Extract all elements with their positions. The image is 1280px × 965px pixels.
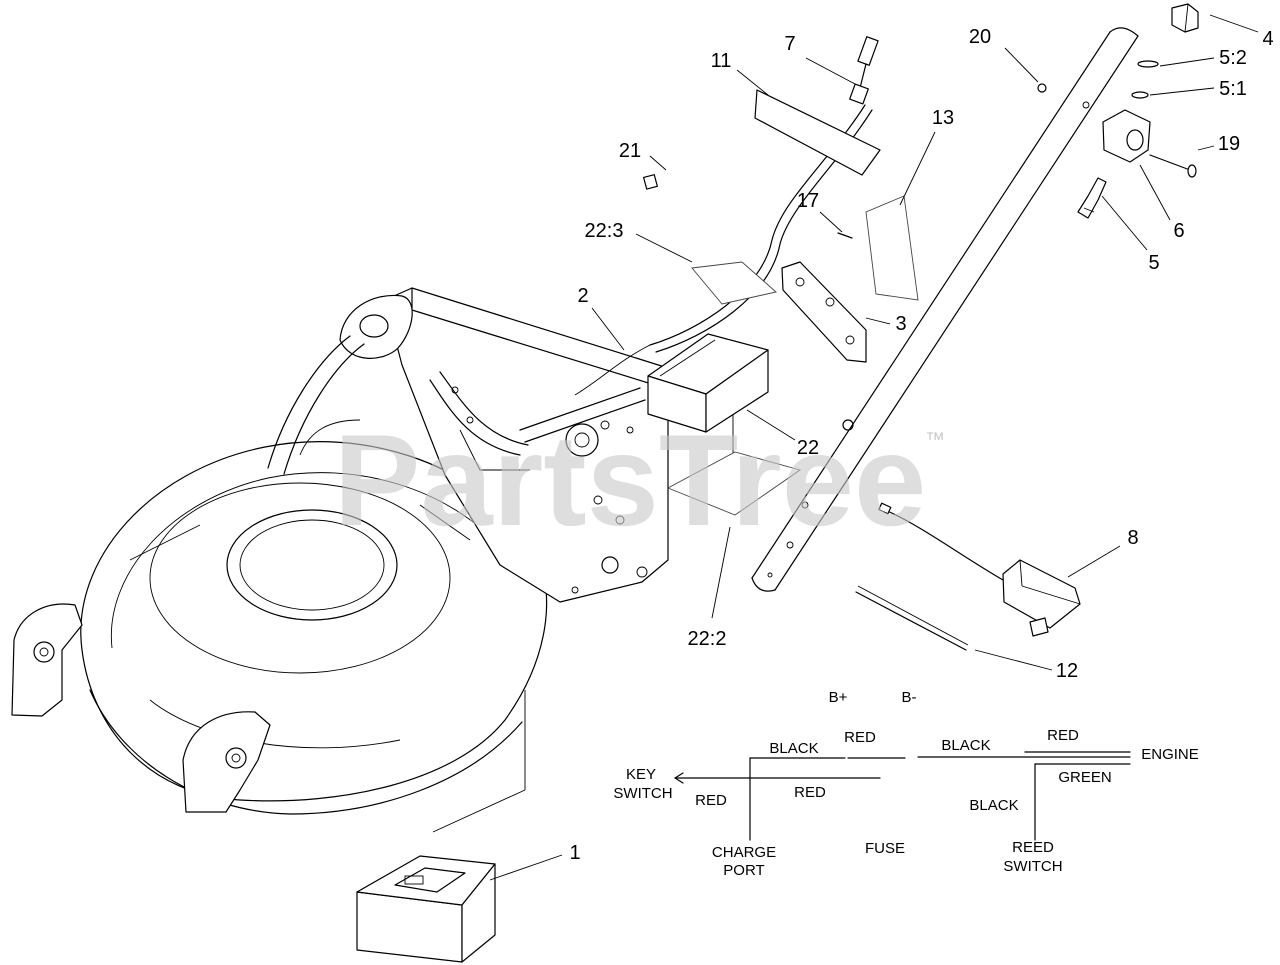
callout-22-2: 22:2 bbox=[688, 628, 727, 650]
key-switch-arrow bbox=[674, 772, 684, 784]
part-5-1-shape bbox=[1131, 91, 1149, 99]
callout-4: 4 bbox=[1262, 28, 1273, 50]
label-engine: ENGINE bbox=[1141, 746, 1199, 763]
callout-11: 11 bbox=[711, 50, 732, 72]
wiring-lines bbox=[674, 751, 1131, 841]
label-wire-red-fuse: RED bbox=[794, 784, 826, 801]
part-8-shape bbox=[878, 502, 1081, 637]
leader-line-22-2 bbox=[711, 526, 731, 619]
label-b-plus: B+ bbox=[829, 689, 848, 706]
label-fuse: FUSE bbox=[865, 840, 905, 857]
leader-line-11 bbox=[736, 69, 769, 96]
part-22-shape bbox=[647, 333, 769, 433]
leader-line-5-1 bbox=[1149, 87, 1215, 96]
callout-12: 12 bbox=[1056, 660, 1078, 682]
part-21-shape bbox=[643, 174, 658, 190]
label-wire-black-reed: BLACK bbox=[969, 797, 1018, 814]
watermark: PartsTree ™ bbox=[334, 407, 945, 553]
callout-6: 6 bbox=[1173, 220, 1184, 242]
leader-line-13 bbox=[899, 131, 936, 206]
leader-line-8 bbox=[1067, 545, 1121, 578]
callout-5: 5 bbox=[1148, 252, 1159, 274]
part-20-shape bbox=[1037, 83, 1047, 93]
leader-line-22-3 bbox=[635, 233, 693, 263]
leader-line-19 bbox=[1197, 145, 1215, 151]
label-wire-red-top: RED bbox=[844, 729, 876, 746]
label-charge-port-line2: PORT bbox=[723, 862, 764, 879]
part-22-2-shape bbox=[666, 451, 802, 516]
callout-8: 8 bbox=[1127, 527, 1138, 549]
part-1-shape bbox=[356, 855, 496, 963]
label-wire-red-key: RED bbox=[695, 792, 727, 809]
part-13-shape bbox=[865, 195, 919, 301]
part-12-shape bbox=[855, 585, 969, 651]
callout-7: 7 bbox=[784, 33, 795, 55]
leader-line-21 bbox=[649, 155, 667, 171]
leader-line-2 bbox=[591, 307, 625, 351]
mower-deck bbox=[80, 441, 548, 815]
label-b-minus: B- bbox=[902, 689, 917, 706]
label-reed-switch-line1: REED bbox=[1012, 839, 1054, 856]
watermark-trademark: ™ bbox=[925, 429, 945, 451]
callout-19: 19 bbox=[1218, 133, 1240, 155]
connection-lines bbox=[432, 410, 734, 833]
leader-line-20 bbox=[1004, 47, 1039, 83]
callout-3: 3 bbox=[895, 313, 906, 335]
label-reed-switch-line2: SWITCH bbox=[1003, 858, 1062, 875]
callout-2: 2 bbox=[577, 285, 588, 307]
wiring-schematic: B+ B- BLACK RED BLACK RED ENGINE KEY SWI… bbox=[613, 689, 1198, 879]
leader-line-12 bbox=[974, 649, 1053, 671]
part-7-shape bbox=[849, 36, 879, 105]
leader-line-22 bbox=[746, 409, 796, 441]
leader-line-5 bbox=[1101, 195, 1148, 251]
label-wire-black-right: BLACK bbox=[941, 737, 990, 754]
part-5-2-shape bbox=[1137, 60, 1159, 68]
part-22-3-shape bbox=[691, 261, 777, 305]
leader-line-6 bbox=[1139, 164, 1171, 221]
callout-5-2: 5:2 bbox=[1219, 47, 1247, 69]
part-6-shape bbox=[1102, 109, 1151, 163]
label-wire-black-left: BLACK bbox=[769, 740, 818, 757]
label-charge-port-line1: CHARGE bbox=[712, 844, 776, 861]
part-5-shape bbox=[1077, 177, 1107, 219]
leader-lines bbox=[489, 14, 1259, 881]
callout-22-3: 22:3 bbox=[585, 220, 624, 242]
callout-20: 20 bbox=[969, 26, 991, 48]
part-3-shape bbox=[781, 261, 867, 363]
deck-arms bbox=[267, 335, 646, 475]
label-wire-green: GREEN bbox=[1058, 769, 1111, 786]
callout-21: 21 bbox=[619, 140, 641, 162]
leader-line-17 bbox=[819, 211, 843, 233]
leader-line-4 bbox=[1209, 14, 1259, 33]
part-17-shape bbox=[837, 232, 853, 239]
label-key-switch-line2: SWITCH bbox=[613, 785, 672, 802]
leader-line-3 bbox=[865, 317, 891, 325]
label-key-switch-line1: KEY bbox=[626, 766, 656, 783]
part-19-shape bbox=[1149, 154, 1197, 178]
label-wire-red-engine: RED bbox=[1047, 727, 1079, 744]
callout-1: 1 bbox=[569, 842, 580, 864]
watermark-text: PartsTree bbox=[334, 407, 927, 553]
callout-17: 17 bbox=[797, 190, 819, 212]
leader-line-5-2 bbox=[1159, 57, 1215, 67]
callout-labels: 1 2 3 4 5 5:1 5:2 6 7 8 11 12 13 17 19 2… bbox=[569, 26, 1273, 864]
leader-line-7 bbox=[805, 57, 856, 85]
callout-22: 22 bbox=[797, 437, 819, 459]
callout-13: 13 bbox=[932, 107, 954, 129]
leader-line-1 bbox=[489, 854, 563, 881]
callout-5-1: 5:1 bbox=[1219, 78, 1247, 100]
part-11-shape bbox=[754, 89, 881, 176]
handle-tube bbox=[751, 27, 1139, 592]
front-wheel-bracket-left bbox=[11, 603, 83, 717]
front-wheel-bracket-right bbox=[182, 711, 271, 813]
part-4-shape bbox=[1171, 3, 1199, 33]
rear-handle-ear bbox=[339, 294, 413, 359]
